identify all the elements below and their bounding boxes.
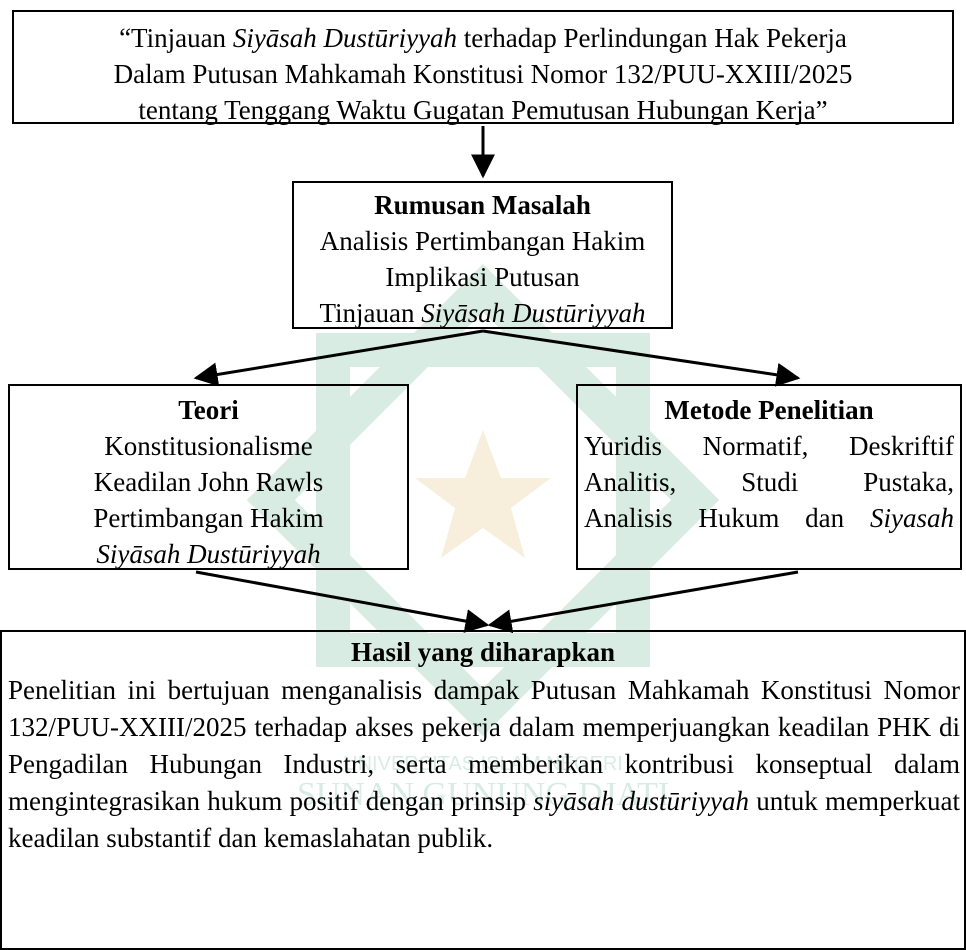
method-heading: Metode Penelitian	[664, 395, 874, 425]
expected-result-box: Hasil yang diharapkan Penelitian ini ber…	[0, 630, 966, 950]
title-line3: tentang Tenggang Waktu Gugatan Pemutusan…	[138, 95, 828, 125]
method-line-3: Analisis Hukum dan Siyasah	[584, 503, 954, 533]
method-line-1: Yuridis Normatif, Deskriftif	[584, 431, 954, 461]
title-line1: “Tinjauan Siyāsah Dustūriyyah terhadap P…	[119, 23, 847, 53]
theory-item-2: Keadilan John Rawls	[93, 467, 324, 497]
problem-heading: Rumusan Masalah	[374, 190, 591, 220]
method-box: Metode Penelitian Yuridis Normatif, Desk…	[576, 384, 962, 570]
theory-heading: Teori	[178, 395, 239, 425]
title-line2: Dalam Putusan Mahkamah Konstitusi Nomor …	[113, 59, 853, 89]
arrow-theory-to-result	[195, 570, 490, 633]
theory-box: Teori Konstitusionalisme Keadilan John R…	[8, 384, 409, 570]
arrow-method-to-result	[487, 570, 799, 634]
problem-item-2: Implikasi Putusan	[385, 262, 580, 292]
problem-item-1: Analisis Pertimbangan Hakim	[319, 226, 646, 256]
arrow-problem-to-theory	[193, 329, 484, 387]
arrow-problem-to-method	[482, 329, 801, 387]
method-line-2: Analitis, Studi Pustaka,	[584, 467, 954, 497]
problem-formulation-box: Rumusan Masalah Analisis Pertimbangan Ha…	[292, 181, 673, 329]
result-heading: Hasil yang diharapkan	[350, 637, 616, 667]
problem-item-3: Tinjauan Siyāsah Dustūriyyah	[319, 298, 646, 328]
theory-item-4: Siyāsah Dustūriyyah	[96, 539, 321, 569]
title-box: “Tinjauan Siyāsah Dustūriyyah terhadap P…	[12, 10, 954, 125]
theory-item-1: Konstitusionalisme	[104, 431, 313, 461]
result-paragraph: Penelitian ini bertujuan menganalisis da…	[8, 675, 960, 853]
theory-item-3: Pertimbangan Hakim	[93, 503, 324, 533]
